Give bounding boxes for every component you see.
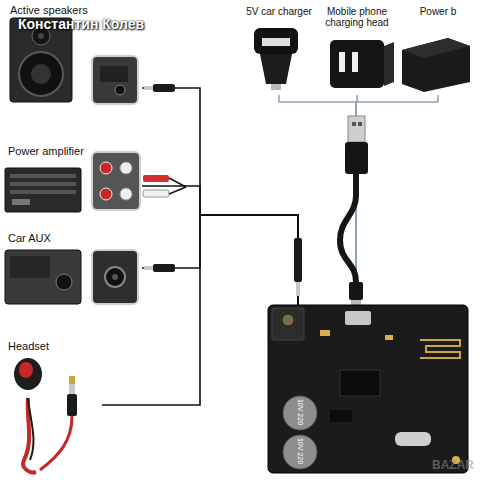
wire-connector [142, 88, 298, 305]
device-label: Power b [398, 6, 478, 17]
power-bank-illustration [402, 38, 470, 92]
device-box: Headset [2, 340, 102, 472]
wire-connector [356, 95, 438, 305]
device-label: Power amplifier [8, 145, 128, 157]
bluetooth-board [268, 305, 468, 473]
rca-plugs [143, 175, 186, 197]
wire-connector [142, 215, 298, 305]
car-aux-illustration [5, 250, 81, 304]
charger-box: Mobile phone charging head [318, 2, 396, 95]
audio-plug [144, 264, 175, 272]
device-label: Mobile phone charging head [318, 6, 396, 28]
jack-thumbnail [92, 56, 138, 104]
capacitor-marking: 10V 220 [296, 392, 304, 432]
amplifier-illustration [5, 168, 81, 212]
audio-plug [144, 84, 175, 92]
charger-box: 5V car charger [240, 2, 318, 95]
wire-connector [142, 186, 298, 305]
wire-connector [279, 95, 356, 305]
device-label: Car AUX [8, 232, 128, 244]
aux-thumbnail [92, 250, 138, 304]
watermark: BAZAR [432, 458, 474, 472]
device-box: Car AUX [2, 232, 142, 307]
device-label: Active speakers [10, 4, 130, 16]
audio-plug [294, 238, 302, 296]
wall-charger-illustration [330, 40, 394, 88]
car-charger-illustration [254, 28, 298, 90]
headset-illustration [14, 358, 77, 472]
rca-thumbnail [92, 152, 140, 210]
device-label: 5V car charger [240, 6, 318, 17]
watermark: Константин Колев [18, 16, 144, 32]
board-box: 10V 22010V 220 [268, 305, 468, 473]
capacitor-marking: 10V 220 [296, 431, 304, 471]
charger-box: Power b [398, 2, 478, 95]
device-box: Power amplifier [2, 145, 142, 215]
usb-cable [340, 116, 368, 305]
device-label: Headset [8, 340, 98, 352]
